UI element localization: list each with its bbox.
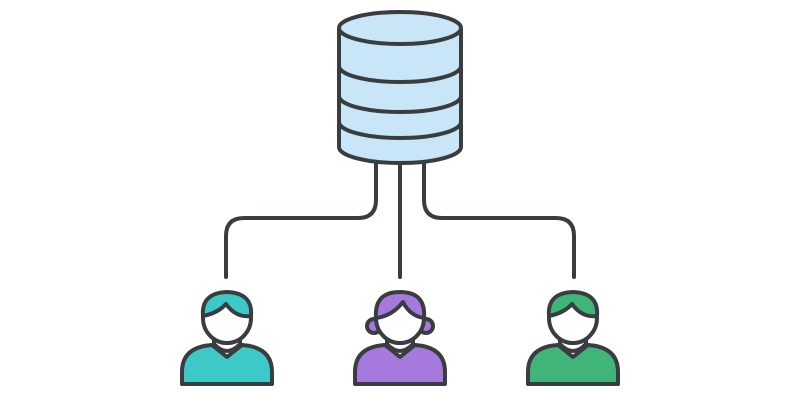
database-band-2 bbox=[337, 95, 463, 114]
user-left-hair bbox=[200, 290, 254, 319]
database-band-3 bbox=[337, 121, 463, 140]
database-top bbox=[337, 10, 463, 46]
database-cylinder-icon bbox=[337, 10, 463, 165]
user-icon-left bbox=[180, 290, 274, 386]
connectors bbox=[224, 161, 576, 279]
connector-database-to-user-right bbox=[422, 161, 576, 279]
user-right-hair bbox=[546, 290, 600, 319]
database-body bbox=[337, 28, 463, 165]
user-middle-hair bbox=[373, 290, 427, 320]
database-band-1 bbox=[337, 65, 463, 84]
user-icon-middle bbox=[353, 290, 447, 386]
connector-database-to-user-left bbox=[224, 161, 378, 279]
user-icon-right bbox=[526, 290, 620, 386]
